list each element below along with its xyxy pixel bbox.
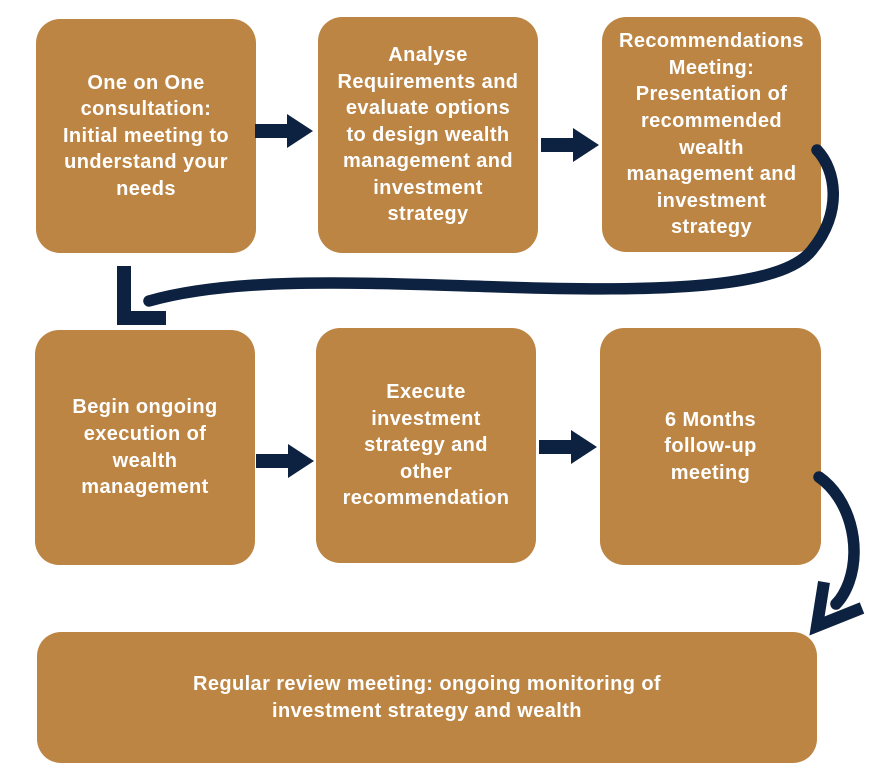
- flow-step-1-consultation: One on One consultation: Initial meeting…: [36, 19, 256, 253]
- block-arrow-right-icon: [255, 114, 313, 148]
- corner-arrowhead-icon: [117, 266, 166, 325]
- flow-step-2-analyse-requirements: Analyse Requirements and evaluate option…: [318, 17, 538, 253]
- flow-step-6-label: 6 Months follow-up meeting: [664, 408, 757, 484]
- flow-step-3-recommendations-meeting: Recommendations Meeting: Presentation of…: [602, 17, 821, 252]
- block-arrow-right-icon: [541, 128, 599, 162]
- flow-step-1-label: One on One consultation: Initial meeting…: [62, 71, 230, 200]
- block-arrow-right-icon: [539, 430, 597, 464]
- flow-step-3-label: Recommendations Meeting: Presentation of…: [619, 30, 804, 239]
- curve-connector-to-review: [809, 471, 865, 636]
- flow-step-4-label: Begin ongoing execution of wealth manage…: [72, 396, 218, 499]
- chevron-arrowhead-icon: [809, 581, 865, 636]
- flow-step-4-begin-execution: Begin ongoing execution of wealth manage…: [35, 330, 255, 565]
- flow-step-6-followup-meeting: 6 Months follow-up meeting: [600, 328, 821, 565]
- block-arrow-right-icon: [256, 444, 314, 478]
- flow-step-7-regular-review: Regular review meeting: ongoing monitori…: [37, 632, 817, 763]
- flow-step-7-label: Regular review meeting: ongoing monitori…: [192, 672, 661, 722]
- flow-step-5-label: Execute investment strategy and other re…: [342, 381, 510, 510]
- flow-step-5-execute-strategy: Execute investment strategy and other re…: [316, 328, 536, 563]
- flow-step-2-label: Analyse Requirements and evaluate option…: [337, 43, 519, 226]
